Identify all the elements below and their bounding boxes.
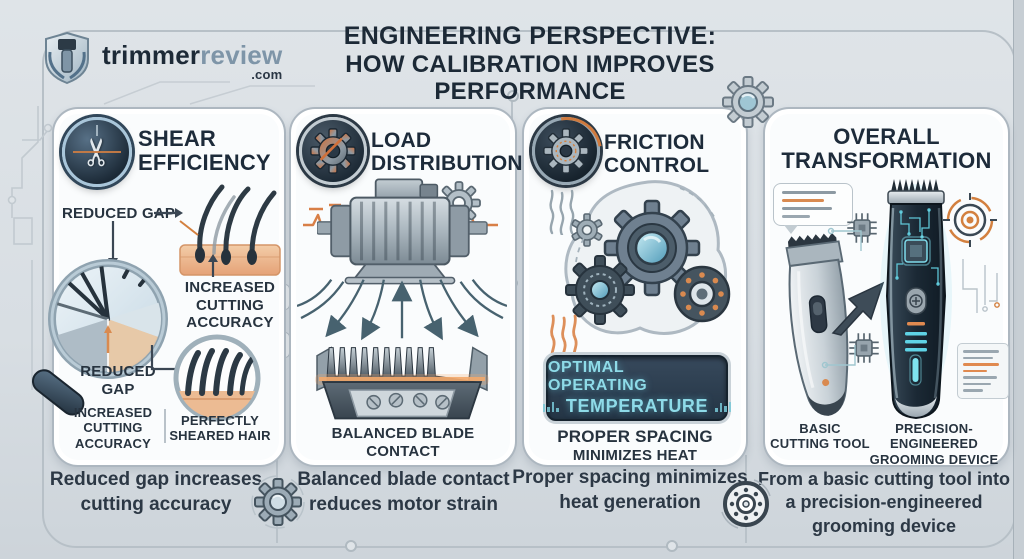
transformation-arrow-icon [831, 281, 885, 336]
bearing-icon [721, 479, 771, 529]
panel-title-line2: EFFICIENCY [138, 150, 271, 176]
panel-friction-control: FRICTION CONTROL [518, 103, 748, 467]
magnifier-blade-gap-illustration [31, 259, 168, 416]
proper-spacing-line1: PROPER SPACING [557, 427, 713, 446]
advanced-trimmer-illustration [880, 179, 952, 420]
brand-tld: .com [251, 67, 283, 82]
basic-tool-label: BASIC CUTTING TOOL [770, 421, 870, 452]
panel-title: OVERALL TRANSFORMATION [765, 124, 1008, 174]
gear-badge-icon [299, 117, 367, 185]
panel-title: LOAD DISTRIBUTION [371, 129, 523, 176]
badge-dash-line [96, 125, 98, 136]
proper-spacing-line2: MINIMIZES HEAT [572, 447, 698, 465]
equalizer-bars-icon [542, 401, 559, 412]
heat-waves-icon [549, 189, 575, 235]
proper-spacing-label: PROPER SPACING MINIMIZES HEAT [548, 427, 722, 465]
caption-shear: Reduced gap increases cutting accuracy [49, 469, 263, 515]
gear-icon [251, 475, 305, 529]
reduced-gap-label-2: REDUCED GAP [80, 363, 156, 398]
scissors-badge-icon: ✂ [62, 117, 132, 187]
brand-logo: trimmerreview .com [40, 30, 282, 85]
bottom-right-label: PERFECTLY SHEARED HAIR [169, 413, 271, 444]
display-line1: OPTIMAL OPERATING [548, 359, 648, 394]
right-edge-band [1013, 0, 1024, 559]
temperature-display: OPTIMAL OPERATING TEMPERATURE [542, 355, 732, 421]
balanced-blade-label: BALANCED BLADE CONTACT [331, 425, 475, 460]
arrow-up-icon [208, 254, 218, 277]
panel-title-line2: CONTROL [604, 154, 710, 178]
frame-node [345, 540, 357, 552]
precision-device-label: PRECISION-ENGINEERED GROOMING DEVICE [869, 421, 999, 467]
page-title-line1: ENGINEERING PERSPECTIVE: [343, 22, 717, 50]
shield-trimmer-icon [45, 31, 89, 85]
gear-mechanism-illustration [564, 180, 731, 335]
page-title-line2: HOW CALIBRATION IMPROVES PERFORMANCE [345, 50, 715, 105]
panel-title-line2: TRANSFORMATION [781, 148, 992, 174]
notes-bubble-icon [773, 183, 853, 234]
reduced-gap-label: REDUCED GAP [62, 205, 176, 222]
caption-load: Balanced blade contact reduces motor str… [297, 469, 510, 515]
panel-shear-efficiency: ✂ SHEAR EFFICIENCY REDUCED GAP [31, 107, 286, 467]
circuit-trace-decoration-left [7, 106, 53, 390]
panel-title-line1: LOAD [371, 129, 432, 152]
panel-title-line1: FRICTION [604, 131, 705, 154]
basic-trimmer-illustration [785, 232, 849, 416]
spec-card-icon [957, 343, 1009, 399]
gear-icon [543, 128, 589, 174]
circuit-trace-decoration [962, 259, 1000, 313]
display-line2: TEMPERATURE [565, 396, 709, 416]
equalizer-bars-icon [715, 401, 732, 412]
chip-icon [847, 213, 877, 243]
chevron-decoration-top [103, 81, 315, 105]
brand-name-part2: review [200, 40, 283, 70]
flow-arrows-illustration [297, 279, 507, 341]
page-title: ENGINEERING PERSPECTIVE: HOW CALIBRATION… [250, 22, 810, 105]
panel-title: FRICTION CONTROL [604, 131, 744, 177]
panel-title-line1: OVERALL [833, 124, 940, 149]
gear-icon [722, 76, 774, 128]
gear-badge-icon [518, 103, 616, 201]
panel-overall-transformation: OVERALL TRANSFORMATION [763, 107, 1010, 467]
arrow-right-icon [154, 208, 183, 218]
panel-load-distribution: LOAD DISTRIBUTION [289, 107, 523, 467]
brand-name-part1: trimmer [102, 40, 201, 70]
panel-title-line1: SHEAR [138, 126, 217, 151]
motor-illustration [317, 178, 488, 285]
increased-accuracy-label: INCREASED CUTTING ACCURACY [184, 279, 276, 332]
bottom-left-label: INCREASED CUTTING ACCURACY [73, 405, 153, 451]
caption-overall: From a basic cutting tool into a precisi… [758, 469, 1010, 536]
circuit-connector-decoration [821, 227, 862, 369]
brand-name: trimmerreview .com [102, 40, 282, 82]
sheared-hair-illustration [173, 334, 261, 422]
badge-accent-line [73, 151, 121, 153]
caption-friction: Proper spacing minimizes heat generation [512, 467, 748, 513]
gear-icon [310, 128, 356, 174]
hair-follicle-illustration [179, 184, 281, 276]
panel-title-line2: DISTRIBUTION [371, 152, 523, 176]
label-divider [164, 409, 166, 443]
clipper-blade-illustration [315, 346, 489, 420]
chip-icon [849, 333, 879, 363]
frame-node [666, 540, 678, 552]
target-icon [943, 193, 997, 247]
connector-node [507, 90, 519, 102]
panel-title: SHEAR EFFICIENCY [138, 126, 283, 176]
